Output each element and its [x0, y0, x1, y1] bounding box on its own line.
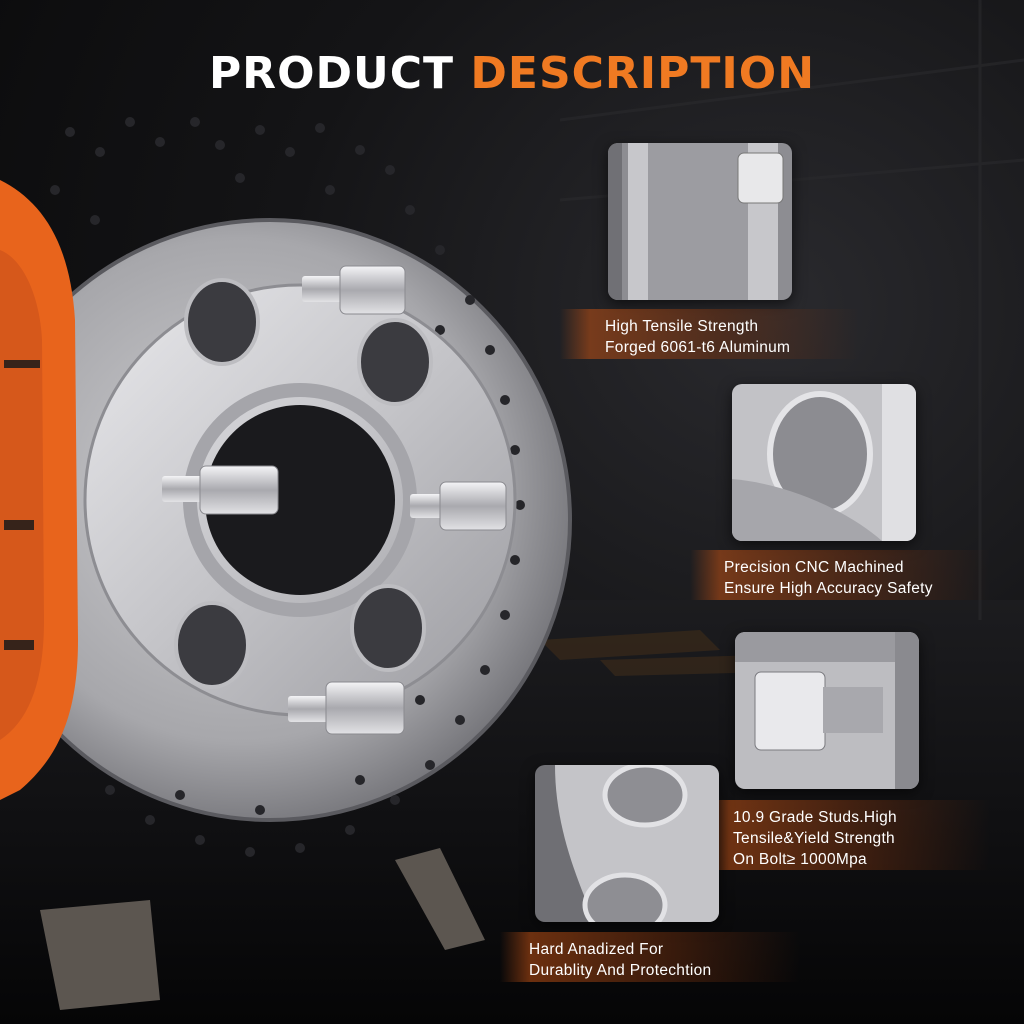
stud-left: [162, 465, 279, 515]
stud-bottom: [288, 681, 405, 735]
feature-3-line-1: 10.9 Grade Studs.High: [733, 809, 897, 826]
lug-nut-studs: [162, 265, 507, 735]
stud-top: [302, 265, 406, 315]
feature-bar-1: [560, 309, 860, 359]
title-word-product: PRODUCT: [208, 48, 455, 99]
feature-caption-hard-anodized: Hard Anadized For Durablity And Protecht…: [529, 935, 799, 985]
feature-3-line-3: On Bolt≥ 1000Mpa: [733, 851, 867, 868]
feature-caption-cnc-machined: Precision CNC Machined Ensure High Accur…: [724, 553, 1004, 603]
feature-thumb-grade-studs: [735, 632, 919, 789]
feature-caption-forged-aluminum: High Tensile Strength Forged 6061-t6 Alu…: [605, 312, 875, 362]
feature-caption-grade-studs: 10.9 Grade Studs.High Tensile&Yield Stre…: [733, 803, 983, 874]
feature-thumb-forged-aluminum: [608, 143, 792, 300]
feature-1-line-1: High Tensile Strength: [605, 318, 759, 335]
feature-4-line-2: Durablity And Protechtion: [529, 962, 712, 979]
page-title: PRODUCT DESCRIPTION: [0, 48, 1024, 99]
feature-1-line-2: Forged 6061-t6 Aluminum: [605, 339, 791, 356]
feature-3-line-2: Tensile&Yield Strength: [733, 830, 895, 847]
feature-thumb-hard-anodized: [535, 765, 719, 922]
feature-2-line-2: Ensure High Accuracy Safety: [724, 580, 933, 597]
feature-thumb-cnc-machined: [732, 384, 916, 541]
lug-holes: [174, 278, 433, 689]
feature-bar-4: [500, 932, 800, 982]
feature-bar-3: [700, 800, 990, 870]
feature-4-line-1: Hard Anadized For: [529, 941, 664, 958]
stand-left: [40, 900, 160, 1010]
stud-right: [410, 481, 507, 531]
feature-2-line-1: Precision CNC Machined: [724, 559, 904, 576]
spacer-hub-bore: [205, 405, 395, 595]
title-word-description: DESCRIPTION: [470, 48, 816, 99]
stand-right: [395, 848, 485, 950]
feature-bar-2: [690, 550, 990, 600]
